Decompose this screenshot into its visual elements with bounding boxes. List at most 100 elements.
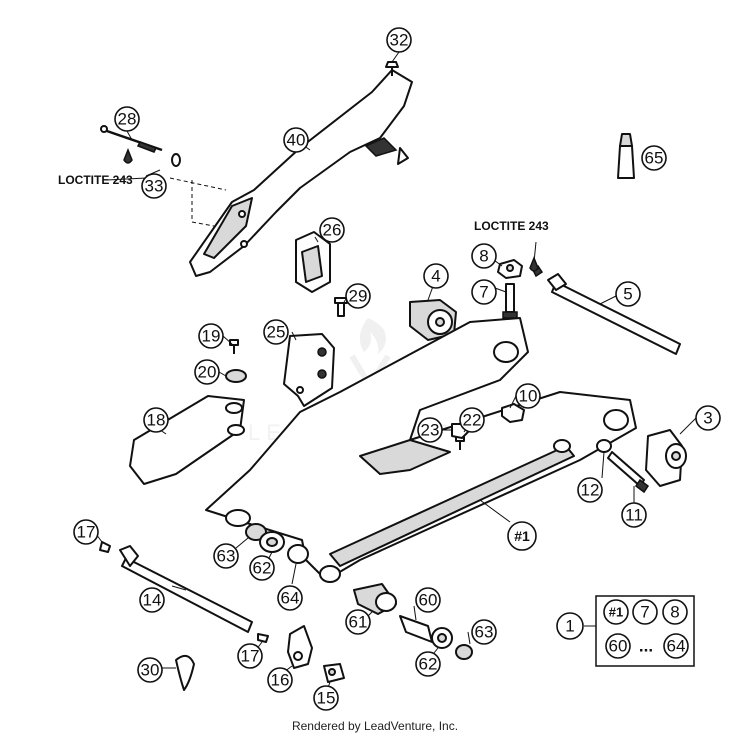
pivot-bolt-14 (119, 545, 253, 633)
callout-62-left: 62 (249, 555, 275, 581)
callout-17-bottom: 17 (237, 643, 263, 669)
callout-62-right-label: 62 (419, 655, 438, 674)
callout-60: 60 (415, 587, 441, 613)
nut-15 (323, 663, 345, 683)
callout-8-label: 8 (479, 247, 488, 266)
kit-item-7: 7 (640, 603, 649, 622)
callout-29-label: 29 (349, 287, 368, 306)
callout-swingarm-1: #1 (507, 521, 537, 551)
callout-32: 32 (386, 27, 412, 53)
guard-dash-lines (169, 177, 227, 227)
callout-22: 22 (459, 407, 485, 433)
callout-29: 29 (345, 283, 371, 309)
callout-19: 19 (198, 323, 224, 349)
callout-30-label: 30 (141, 661, 160, 680)
chain-slider-18 (129, 395, 245, 485)
callout-7-label: 7 (479, 283, 488, 302)
callout-26-label: 26 (323, 221, 342, 240)
block-26 (295, 231, 331, 293)
callout-28-label: 28 (118, 110, 137, 129)
callout-23-label: 23 (421, 421, 440, 440)
kit-item-1: #1 (609, 605, 623, 620)
axle-5 (530, 265, 681, 355)
washer-33 (171, 153, 181, 167)
roller-4 (409, 299, 457, 341)
callout-18-label: 18 (147, 411, 166, 430)
washer-20 (225, 369, 247, 383)
callout-65: 65 (641, 145, 667, 171)
seal-63-right (455, 644, 473, 660)
callout-64-label: 64 (281, 589, 300, 608)
callout-14: 14 (139, 587, 165, 613)
nut-10 (501, 403, 525, 423)
callout-5-label: 5 (623, 285, 632, 304)
callout-12-label: 12 (581, 481, 600, 500)
callout-40: 40 (283, 127, 309, 153)
callout-17-bottom-label: 17 (241, 647, 260, 666)
callout-40-label: 40 (287, 131, 306, 150)
callout-4-label: 4 (431, 267, 440, 286)
callout-14-label: 14 (143, 591, 162, 610)
bracket-16 (287, 625, 313, 669)
kit-contents-box: #1 7 8 60 ... 64 (595, 595, 695, 667)
callout-1-kit: 1 (556, 612, 584, 640)
callout-17-top-label: 17 (77, 523, 96, 542)
screw-19 (229, 339, 239, 354)
loctite-drop-left-icon (123, 147, 133, 164)
callout-11: 11 (621, 502, 647, 528)
callout-32-label: 32 (390, 31, 409, 50)
callout-15: 15 (313, 685, 339, 711)
callout-62-left-label: 62 (253, 559, 272, 578)
bolt-7 (502, 283, 518, 319)
loctite-tube-65 (617, 133, 635, 179)
callout-60-label: 60 (419, 591, 438, 610)
callout-18: 18 (143, 407, 169, 433)
nut-8 (497, 259, 523, 279)
callout-63-left-label: 63 (217, 547, 236, 566)
callout-23: 23 (417, 417, 443, 443)
callout-20-label: 20 (198, 363, 217, 382)
callout-1-kit-label: 1 (565, 617, 574, 636)
callout-25: 25 (263, 319, 289, 345)
screw-32 (385, 61, 399, 76)
callout-12: 12 (577, 477, 603, 503)
callout-61-label: 61 (349, 613, 368, 632)
loctite-drop-right-icon (529, 255, 539, 272)
kit-item-64: 64 (667, 637, 686, 656)
callout-63-left: 63 (213, 543, 239, 569)
bracket-25 (283, 333, 335, 407)
loctite-note-right: LOCTITE 243 (474, 219, 549, 233)
callout-8: 8 (471, 243, 497, 269)
kit-ellipsis: ... (639, 637, 653, 656)
roller-3 (645, 429, 687, 487)
callout-25-label: 25 (267, 323, 286, 342)
callout-61: 61 (345, 609, 371, 635)
bearing-62-right (431, 627, 453, 649)
kit-item-60: 60 (609, 637, 628, 656)
bearing-62-left (259, 531, 285, 553)
chain-guard (189, 69, 413, 277)
callout-26: 26 (319, 217, 345, 243)
callout-5: 5 (615, 281, 641, 307)
callout-11-label: 11 (625, 506, 643, 525)
callout-62-right: 62 (415, 651, 441, 677)
callout-16-label: 16 (271, 671, 290, 690)
callout-20: 20 (194, 359, 220, 385)
callout-65-label: 65 (645, 149, 664, 168)
callout-22-label: 22 (463, 411, 482, 430)
bolt-11 (607, 451, 650, 494)
ring-64 (287, 544, 309, 564)
callout-7: 7 (471, 279, 497, 305)
callout-28: 28 (114, 106, 140, 132)
callout-15-label: 15 (317, 689, 336, 708)
cable-tie-30 (175, 654, 195, 691)
callout-63-right-label: 63 (475, 623, 494, 642)
callout-16: 16 (267, 667, 293, 693)
render-credit: Rendered by LeadVenture, Inc. (291, 719, 459, 733)
callout-63-right: 63 (471, 619, 497, 645)
callout-swingarm-1-label: #1 (514, 528, 530, 544)
screw-28 (100, 125, 163, 153)
cap-17-top (99, 541, 111, 553)
callout-64: 64 (277, 585, 303, 611)
